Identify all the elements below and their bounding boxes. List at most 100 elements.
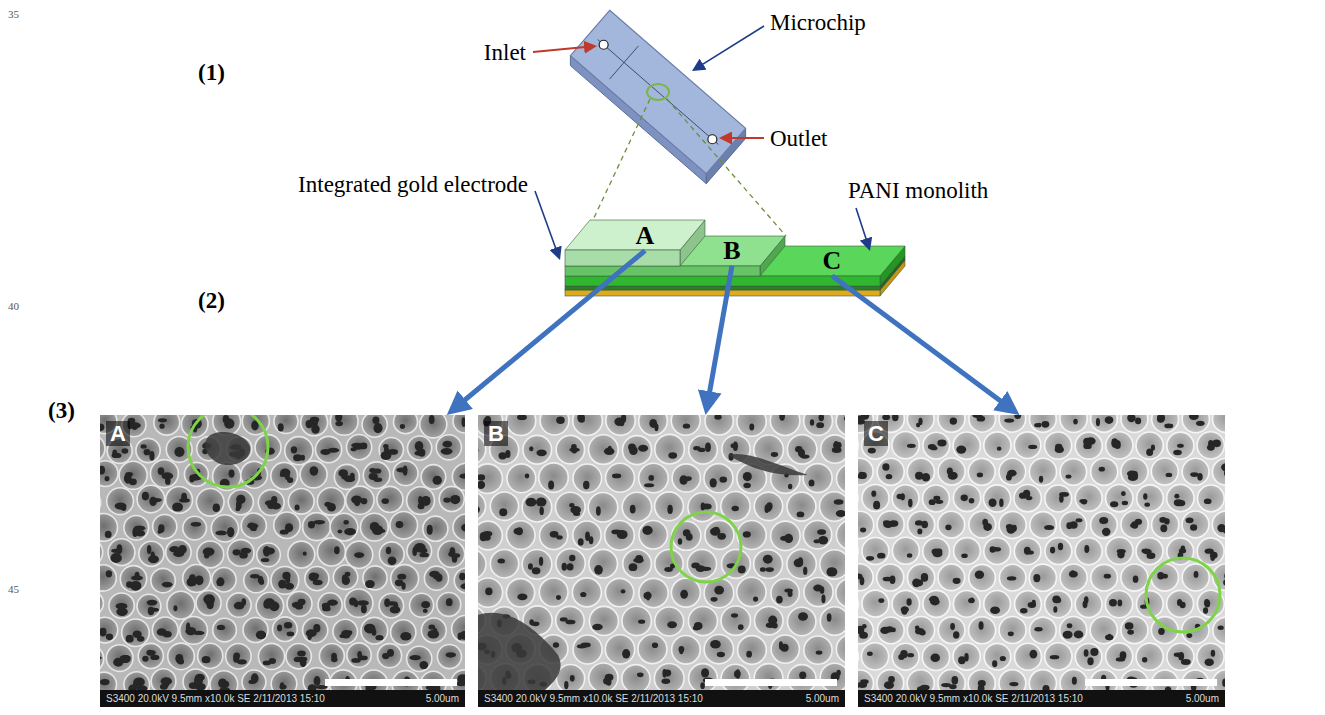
interconnect-hole (772, 623, 778, 629)
pore (120, 566, 146, 592)
interconnect-hole (1032, 600, 1036, 607)
interconnect-hole (1194, 571, 1199, 578)
pore (754, 492, 782, 520)
pore (452, 616, 465, 643)
interconnect-hole (462, 417, 465, 427)
pore (892, 537, 919, 564)
interconnect-hole (972, 415, 982, 418)
interconnect-hole (1143, 493, 1147, 499)
interconnect-hole (1050, 655, 1059, 659)
pore (1060, 459, 1087, 486)
interconnect-hole (1087, 657, 1093, 665)
pore (572, 578, 601, 607)
pore (1167, 432, 1194, 459)
layer-letter: B (720, 236, 743, 265)
callout-label: Outlet (770, 126, 828, 151)
interconnect-hole (357, 600, 369, 605)
pore (953, 484, 980, 511)
interconnect-hole (335, 415, 342, 422)
pore (154, 415, 180, 435)
scale-label: 5.00um (1186, 690, 1219, 707)
interconnect-hole (1063, 631, 1073, 639)
interconnect-hole (901, 606, 909, 612)
interconnect-hole (300, 657, 307, 667)
interconnect-hole (646, 591, 650, 600)
pore (787, 607, 815, 635)
pore (362, 415, 387, 437)
interconnect-hole (446, 652, 456, 657)
interconnect-hole (760, 567, 766, 572)
pore (639, 415, 668, 435)
interconnect-hole (280, 682, 285, 689)
interconnect-hole (247, 523, 258, 529)
pore (333, 565, 357, 589)
interconnect-hole (514, 528, 523, 535)
interconnect-hole (553, 642, 559, 648)
interconnect-hole (730, 444, 734, 448)
interconnect-hole (446, 598, 453, 606)
pore (391, 620, 416, 645)
figure-part-number: (1) (198, 60, 225, 85)
interconnect-hole (119, 603, 124, 612)
interconnect-hole (174, 447, 184, 457)
interconnect-hole (177, 659, 184, 665)
pore (139, 541, 164, 566)
interconnect-hole (736, 669, 741, 679)
pore (318, 593, 342, 617)
interconnect-hole (259, 579, 264, 585)
pore (108, 539, 135, 566)
interconnect-hole (1196, 421, 1205, 426)
interconnect-hole (189, 574, 196, 583)
interconnect-hole (263, 660, 271, 665)
interconnect-hole (227, 527, 234, 537)
pore (861, 643, 888, 670)
pore (923, 485, 950, 512)
line-number: 35 (8, 8, 19, 20)
label-slot: (2) (198, 288, 225, 314)
pore (330, 513, 358, 541)
damage-patch (728, 454, 808, 475)
pore (999, 415, 1026, 432)
interconnect-hole (1221, 463, 1225, 471)
interconnect-hole (1066, 522, 1072, 529)
interconnect-hole (997, 447, 1002, 451)
pore (999, 564, 1026, 591)
interconnect-hole (621, 589, 626, 593)
pore (803, 464, 832, 493)
interconnect-hole (204, 553, 209, 558)
pore (540, 415, 569, 435)
interconnect-hole (1164, 518, 1170, 524)
interconnect-hole (162, 472, 174, 479)
interconnect-hole (696, 565, 706, 572)
layer-letter: A (633, 221, 658, 250)
pore (1136, 643, 1163, 670)
interconnect-hole (1126, 624, 1132, 629)
pore (968, 458, 995, 485)
highlight-circle (1146, 558, 1220, 632)
pore (605, 578, 633, 606)
interconnect-hole (338, 469, 348, 477)
interconnect-hole (219, 680, 225, 685)
pore (770, 415, 800, 436)
pore (211, 515, 238, 542)
pore (754, 664, 783, 693)
pore (305, 567, 329, 591)
pore (938, 617, 965, 644)
interconnect-hole (351, 443, 363, 448)
pore (153, 514, 177, 538)
pore (858, 485, 859, 512)
interconnect-hole (1052, 595, 1060, 603)
pore (1197, 643, 1224, 670)
interconnect-hole (251, 673, 259, 683)
interconnect-hole (148, 607, 155, 615)
interconnect-hole (882, 415, 890, 420)
pore (984, 591, 1011, 618)
pore (721, 664, 750, 693)
interconnect-hole (633, 558, 643, 563)
interconnect-hole (714, 415, 721, 420)
interconnect-hole (809, 479, 815, 486)
pore (639, 463, 669, 493)
pore (655, 492, 684, 521)
interconnect-hole (571, 444, 577, 450)
interconnect-hole (331, 657, 337, 662)
